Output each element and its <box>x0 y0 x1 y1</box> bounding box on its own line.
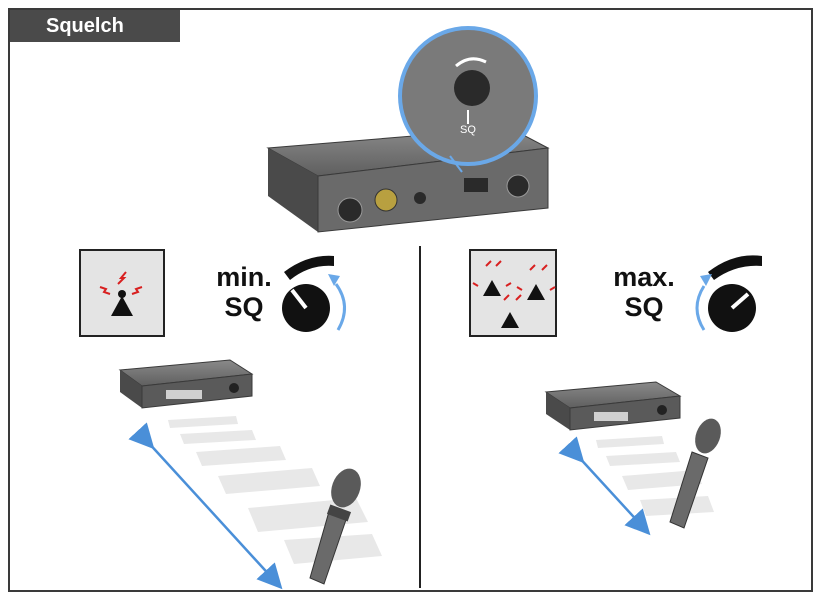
knob-min-icon <box>282 255 346 332</box>
knob-label: SQ <box>460 124 476 136</box>
max-setting-label: max. <box>613 262 675 292</box>
receiver-front-right <box>544 381 682 431</box>
microphone-right <box>669 418 721 529</box>
range-arrow-short <box>558 436 651 536</box>
microphone-left <box>309 468 361 585</box>
min-setting-label: min. <box>216 262 272 292</box>
multi-source-icon <box>469 249 557 337</box>
range-arrow-long <box>128 422 283 590</box>
diagram-frame <box>8 8 813 592</box>
single-source-icon <box>79 249 165 337</box>
receiver-front-left <box>118 359 254 409</box>
knob-max-icon <box>695 255 762 332</box>
max-setting-unit: SQ <box>624 292 664 322</box>
min-setting-unit: SQ <box>224 292 264 322</box>
section-title: Squelch <box>10 10 180 42</box>
knob-zoom-callout <box>398 26 538 173</box>
